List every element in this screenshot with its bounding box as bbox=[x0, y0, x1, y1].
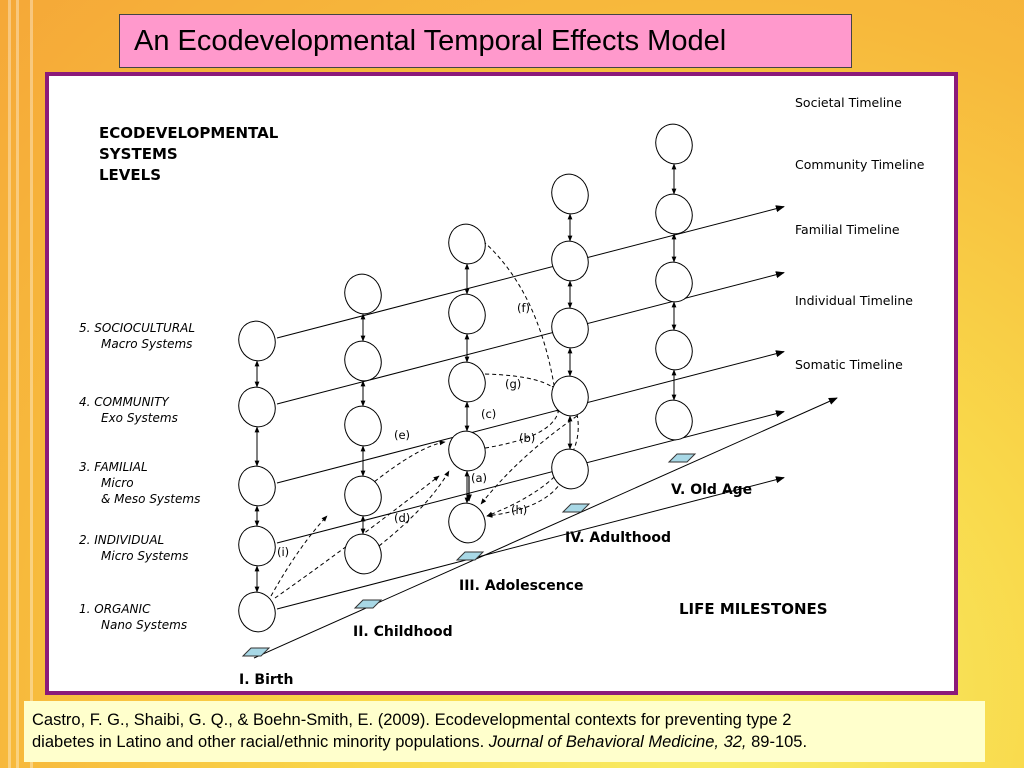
systems-heading: LEVELS bbox=[99, 166, 161, 184]
level-subtitle: Micro Systems bbox=[101, 549, 188, 563]
level-subtitle: Micro bbox=[101, 476, 134, 490]
level-name: 3. FAMILIAL bbox=[79, 460, 148, 474]
path-label: (f) bbox=[517, 301, 530, 315]
system-node bbox=[448, 223, 486, 265]
path-label: (e) bbox=[394, 428, 410, 442]
level-name: 5. SOCIOCULTURAL bbox=[79, 321, 195, 335]
system-node bbox=[448, 293, 486, 335]
system-node bbox=[655, 123, 693, 165]
influence-path bbox=[484, 405, 562, 449]
timeline-label: Societal Timeline bbox=[795, 95, 902, 110]
influence-path bbox=[482, 240, 557, 392]
citation-pages: 89-105. bbox=[746, 733, 808, 751]
system-node bbox=[344, 340, 382, 382]
system-node bbox=[551, 448, 589, 490]
system-node bbox=[344, 533, 382, 575]
path-label: (h) bbox=[511, 503, 527, 517]
citation-line-1: Castro, F. G., Shaibi, G. Q., & Boehn-Sm… bbox=[32, 711, 792, 729]
level-subtitle: Nano Systems bbox=[101, 618, 187, 632]
path-label: (d) bbox=[394, 511, 410, 525]
system-node bbox=[238, 320, 276, 362]
influence-path bbox=[274, 475, 440, 599]
level-name: 1. ORGANIC bbox=[79, 602, 151, 616]
system-node bbox=[344, 273, 382, 315]
path-label: (i) bbox=[277, 545, 289, 559]
timeline-arrow bbox=[276, 205, 785, 339]
milestone-axis bbox=[253, 397, 838, 659]
milestone-diamond bbox=[667, 453, 697, 463]
system-node bbox=[655, 261, 693, 303]
system-node bbox=[344, 475, 382, 517]
path-label: (c) bbox=[481, 407, 496, 421]
system-node bbox=[551, 240, 589, 282]
system-node bbox=[238, 386, 276, 428]
milestone-label: V. Old Age bbox=[671, 482, 752, 498]
system-node bbox=[448, 502, 486, 544]
level-subtitle: Macro Systems bbox=[101, 337, 192, 351]
life-milestones-label: LIFE MILESTONES bbox=[679, 600, 828, 618]
system-node bbox=[655, 329, 693, 371]
citation: Castro, F. G., Shaibi, G. Q., & Boehn-Sm… bbox=[24, 701, 985, 762]
influence-path bbox=[368, 440, 446, 487]
system-node bbox=[238, 465, 276, 507]
system-node bbox=[344, 405, 382, 447]
milestone-diamond bbox=[455, 551, 485, 561]
influence-path bbox=[486, 413, 579, 517]
citation-text: diabetes in Latino and other racial/ethn… bbox=[32, 733, 489, 751]
system-node bbox=[551, 173, 589, 215]
citation-line-2: diabetes in Latino and other racial/ethn… bbox=[32, 731, 975, 753]
influence-path bbox=[484, 373, 560, 395]
milestone-label: IV. Adulthood bbox=[565, 530, 671, 546]
background-stripe bbox=[16, 0, 19, 768]
milestone-diamond bbox=[561, 503, 591, 513]
milestone-diamond bbox=[353, 599, 383, 609]
path-label: (b) bbox=[519, 431, 535, 445]
milestone-label: I. Birth bbox=[239, 672, 293, 688]
systems-heading: ECODEVELOPMENTAL bbox=[99, 124, 279, 142]
timeline-label: Individual Timeline bbox=[795, 293, 913, 308]
citation-journal: Journal of Behavioral Medicine, 32, bbox=[488, 733, 747, 751]
system-node bbox=[551, 375, 589, 417]
path-label: (g) bbox=[505, 377, 521, 391]
timeline-label: Community Timeline bbox=[795, 157, 925, 172]
system-node bbox=[448, 361, 486, 403]
timeline-arrow bbox=[276, 476, 785, 610]
system-node bbox=[238, 525, 276, 567]
timeline-label: Familial Timeline bbox=[795, 222, 900, 237]
milestone-diamond bbox=[241, 647, 271, 657]
milestone-label: III. Adolescence bbox=[459, 578, 583, 594]
system-node bbox=[551, 307, 589, 349]
system-node bbox=[655, 399, 693, 441]
slide-title: An Ecodevelopmental Temporal Effects Mod… bbox=[119, 14, 852, 68]
level-subtitle: Exo Systems bbox=[101, 411, 178, 425]
system-node bbox=[238, 591, 276, 633]
level-name: 2. INDIVIDUAL bbox=[79, 533, 164, 547]
system-node bbox=[448, 430, 486, 472]
influence-path bbox=[480, 415, 578, 505]
path-label: (a) bbox=[471, 471, 487, 485]
level-subtitle: & Meso Systems bbox=[101, 492, 200, 506]
background-stripe bbox=[30, 0, 33, 768]
level-name: 4. COMMUNITY bbox=[79, 395, 170, 409]
milestone-label: II. Childhood bbox=[353, 624, 453, 640]
system-node bbox=[655, 193, 693, 235]
influence-path bbox=[378, 470, 450, 547]
background-stripe bbox=[8, 0, 11, 768]
timeline-label: Somatic Timeline bbox=[795, 357, 903, 372]
systems-heading: SYSTEMS bbox=[99, 145, 178, 163]
